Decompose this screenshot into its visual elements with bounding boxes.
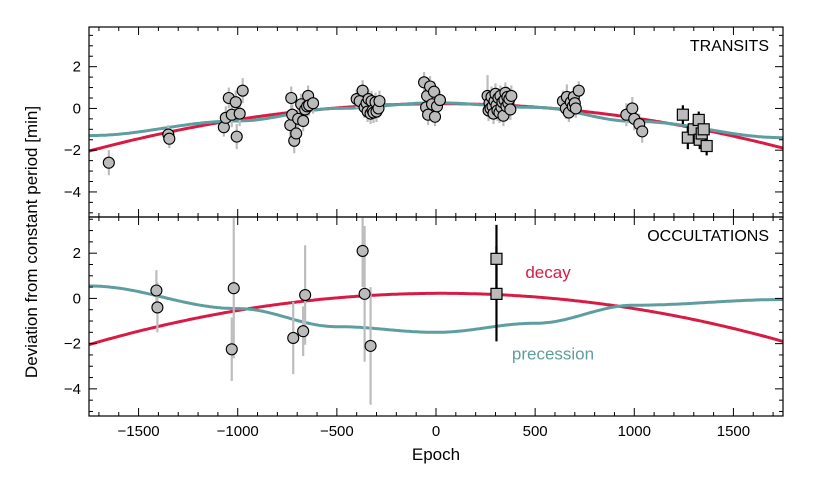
x-tick-label: 500: [523, 423, 548, 440]
data-point-circle: [433, 94, 447, 107]
data-point-square: [490, 252, 503, 265]
data-point-circle: [297, 114, 310, 128]
precession-curve: [89, 284, 783, 334]
data-point-circle: [299, 288, 312, 302]
data-point-circle: [356, 244, 369, 257]
data-point-circle: [287, 331, 300, 345]
precession-label: precession: [512, 344, 594, 363]
x-tick-label: −1000: [217, 423, 259, 440]
data-point-circle: [163, 132, 176, 145]
data-point-circle: [102, 156, 115, 169]
data-point-circle: [636, 125, 649, 138]
x-axis-label: Epoch: [412, 445, 460, 464]
data-point-circle: [373, 95, 386, 108]
data-point-circle: [358, 287, 371, 300]
data-point-circle: [233, 107, 246, 120]
y-tick-label: −2: [64, 336, 81, 353]
data-point-circle: [569, 102, 582, 115]
data-point-circle: [236, 84, 249, 97]
data-point-circle: [290, 127, 303, 140]
data-point-circle: [230, 130, 243, 143]
data-point-circle: [227, 282, 240, 295]
data-point-circle: [572, 84, 585, 97]
data-point-circle: [626, 102, 639, 115]
data-point-square: [700, 139, 713, 153]
data-point-circle: [150, 284, 163, 297]
data-point-circle: [427, 85, 441, 98]
x-tick-label: 1000: [618, 423, 651, 440]
x-tick-label: 0: [432, 423, 440, 440]
data-point-circle: [297, 325, 310, 338]
y-tick-label: 2: [73, 59, 81, 76]
panel-label: OCCULTATIONS: [647, 228, 769, 245]
y-tick-label: 2: [73, 245, 81, 262]
occultations-panel: −1500 −1000 −500 0 500 1000 1500 −4 −2 0 2 OCCULTAT…: [64, 216, 784, 440]
y-axis-label: Deviation from constant period [min]: [22, 106, 41, 378]
data-point-circle: [225, 343, 238, 356]
y-tick-label: −4: [64, 184, 81, 201]
data-point-circle: [356, 84, 369, 97]
y-tick-label: −2: [64, 142, 81, 159]
x-tick-label: −500: [320, 423, 354, 440]
x-tick-label: −1500: [118, 423, 160, 440]
y-tick-label: 0: [73, 100, 81, 117]
panel-label: TRANSITS: [690, 38, 769, 55]
data-point-circle: [307, 97, 320, 110]
data-point-circle: [364, 339, 377, 352]
decay-curve: [89, 291, 783, 347]
data-point-circle: [504, 103, 517, 116]
y-tick-label: −4: [64, 381, 81, 398]
data-point-circle: [428, 110, 442, 123]
data-point-circle: [505, 89, 518, 102]
data-point-circle: [151, 301, 164, 314]
data-point-square: [697, 123, 710, 136]
data-point-square: [676, 108, 689, 121]
y-tick-label: 0: [73, 290, 81, 307]
data-point-circle: [229, 96, 242, 109]
data-point-circle: [285, 91, 298, 105]
data-point-square: [490, 287, 503, 300]
x-tick-label: 1500: [717, 423, 750, 440]
transits-panel: −4 −2 0 2 TRANSITS: [64, 26, 784, 218]
decay-label: decay: [525, 263, 571, 282]
